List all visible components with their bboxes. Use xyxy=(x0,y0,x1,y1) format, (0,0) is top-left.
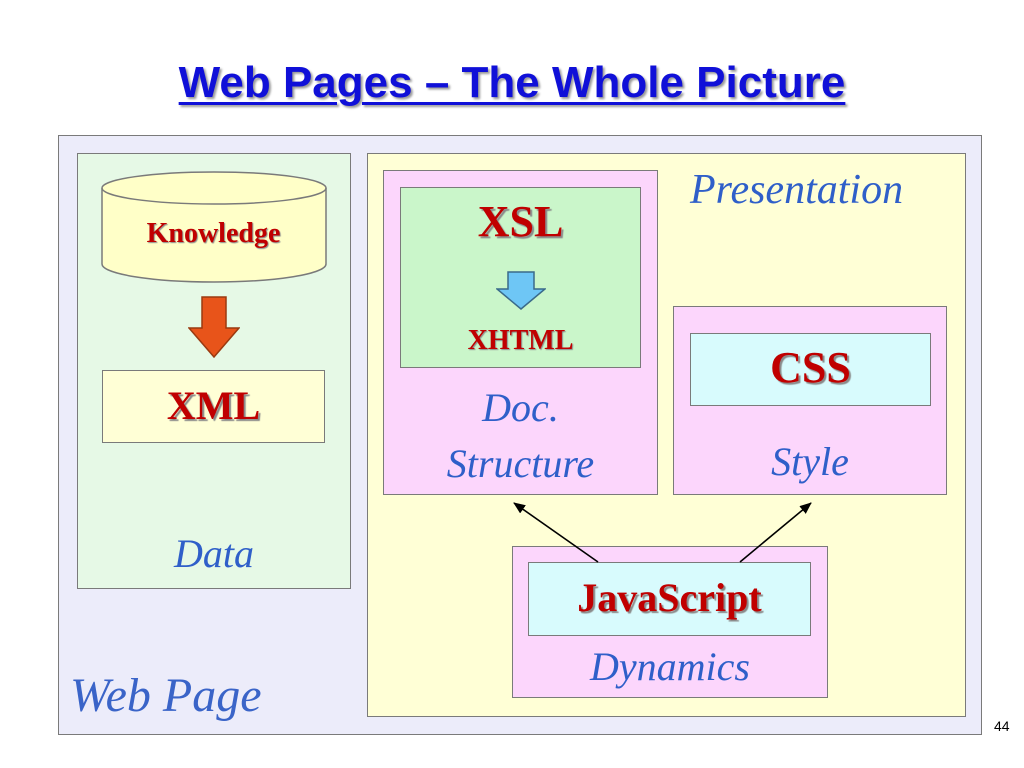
css-box xyxy=(690,333,931,406)
arrow-to-doc-structure xyxy=(513,502,599,563)
arrow-down-icon xyxy=(496,271,546,310)
knowledge-label: Knowledge xyxy=(146,218,281,249)
javascript-label: JavaScript xyxy=(577,575,762,620)
xml-label: XML xyxy=(166,383,261,428)
data-label: Data xyxy=(174,531,254,576)
arrow-to-style xyxy=(739,502,812,563)
xml-box xyxy=(102,370,325,443)
javascript-box xyxy=(528,562,811,636)
doc-structure-label: Doc. Structure xyxy=(383,380,658,492)
page-title: Web Pages – The Whole Picture xyxy=(178,58,846,107)
doc-structure-label-line2: Structure xyxy=(446,441,595,486)
page-number: 44 xyxy=(994,718,1010,734)
style-label: Style xyxy=(771,439,849,484)
css-label: CSS xyxy=(770,343,851,392)
arrow-down-icon xyxy=(188,296,240,358)
database-cylinder-icon xyxy=(101,171,327,283)
presentation-label: Presentation xyxy=(690,167,904,213)
dynamics-label: Dynamics xyxy=(590,644,750,689)
xsl-label: XSL xyxy=(477,197,564,246)
doc-structure-label-line1: Doc. xyxy=(482,385,559,430)
xhtml-label: XHTML xyxy=(467,325,574,356)
web-page-label: Web Page xyxy=(70,669,262,722)
